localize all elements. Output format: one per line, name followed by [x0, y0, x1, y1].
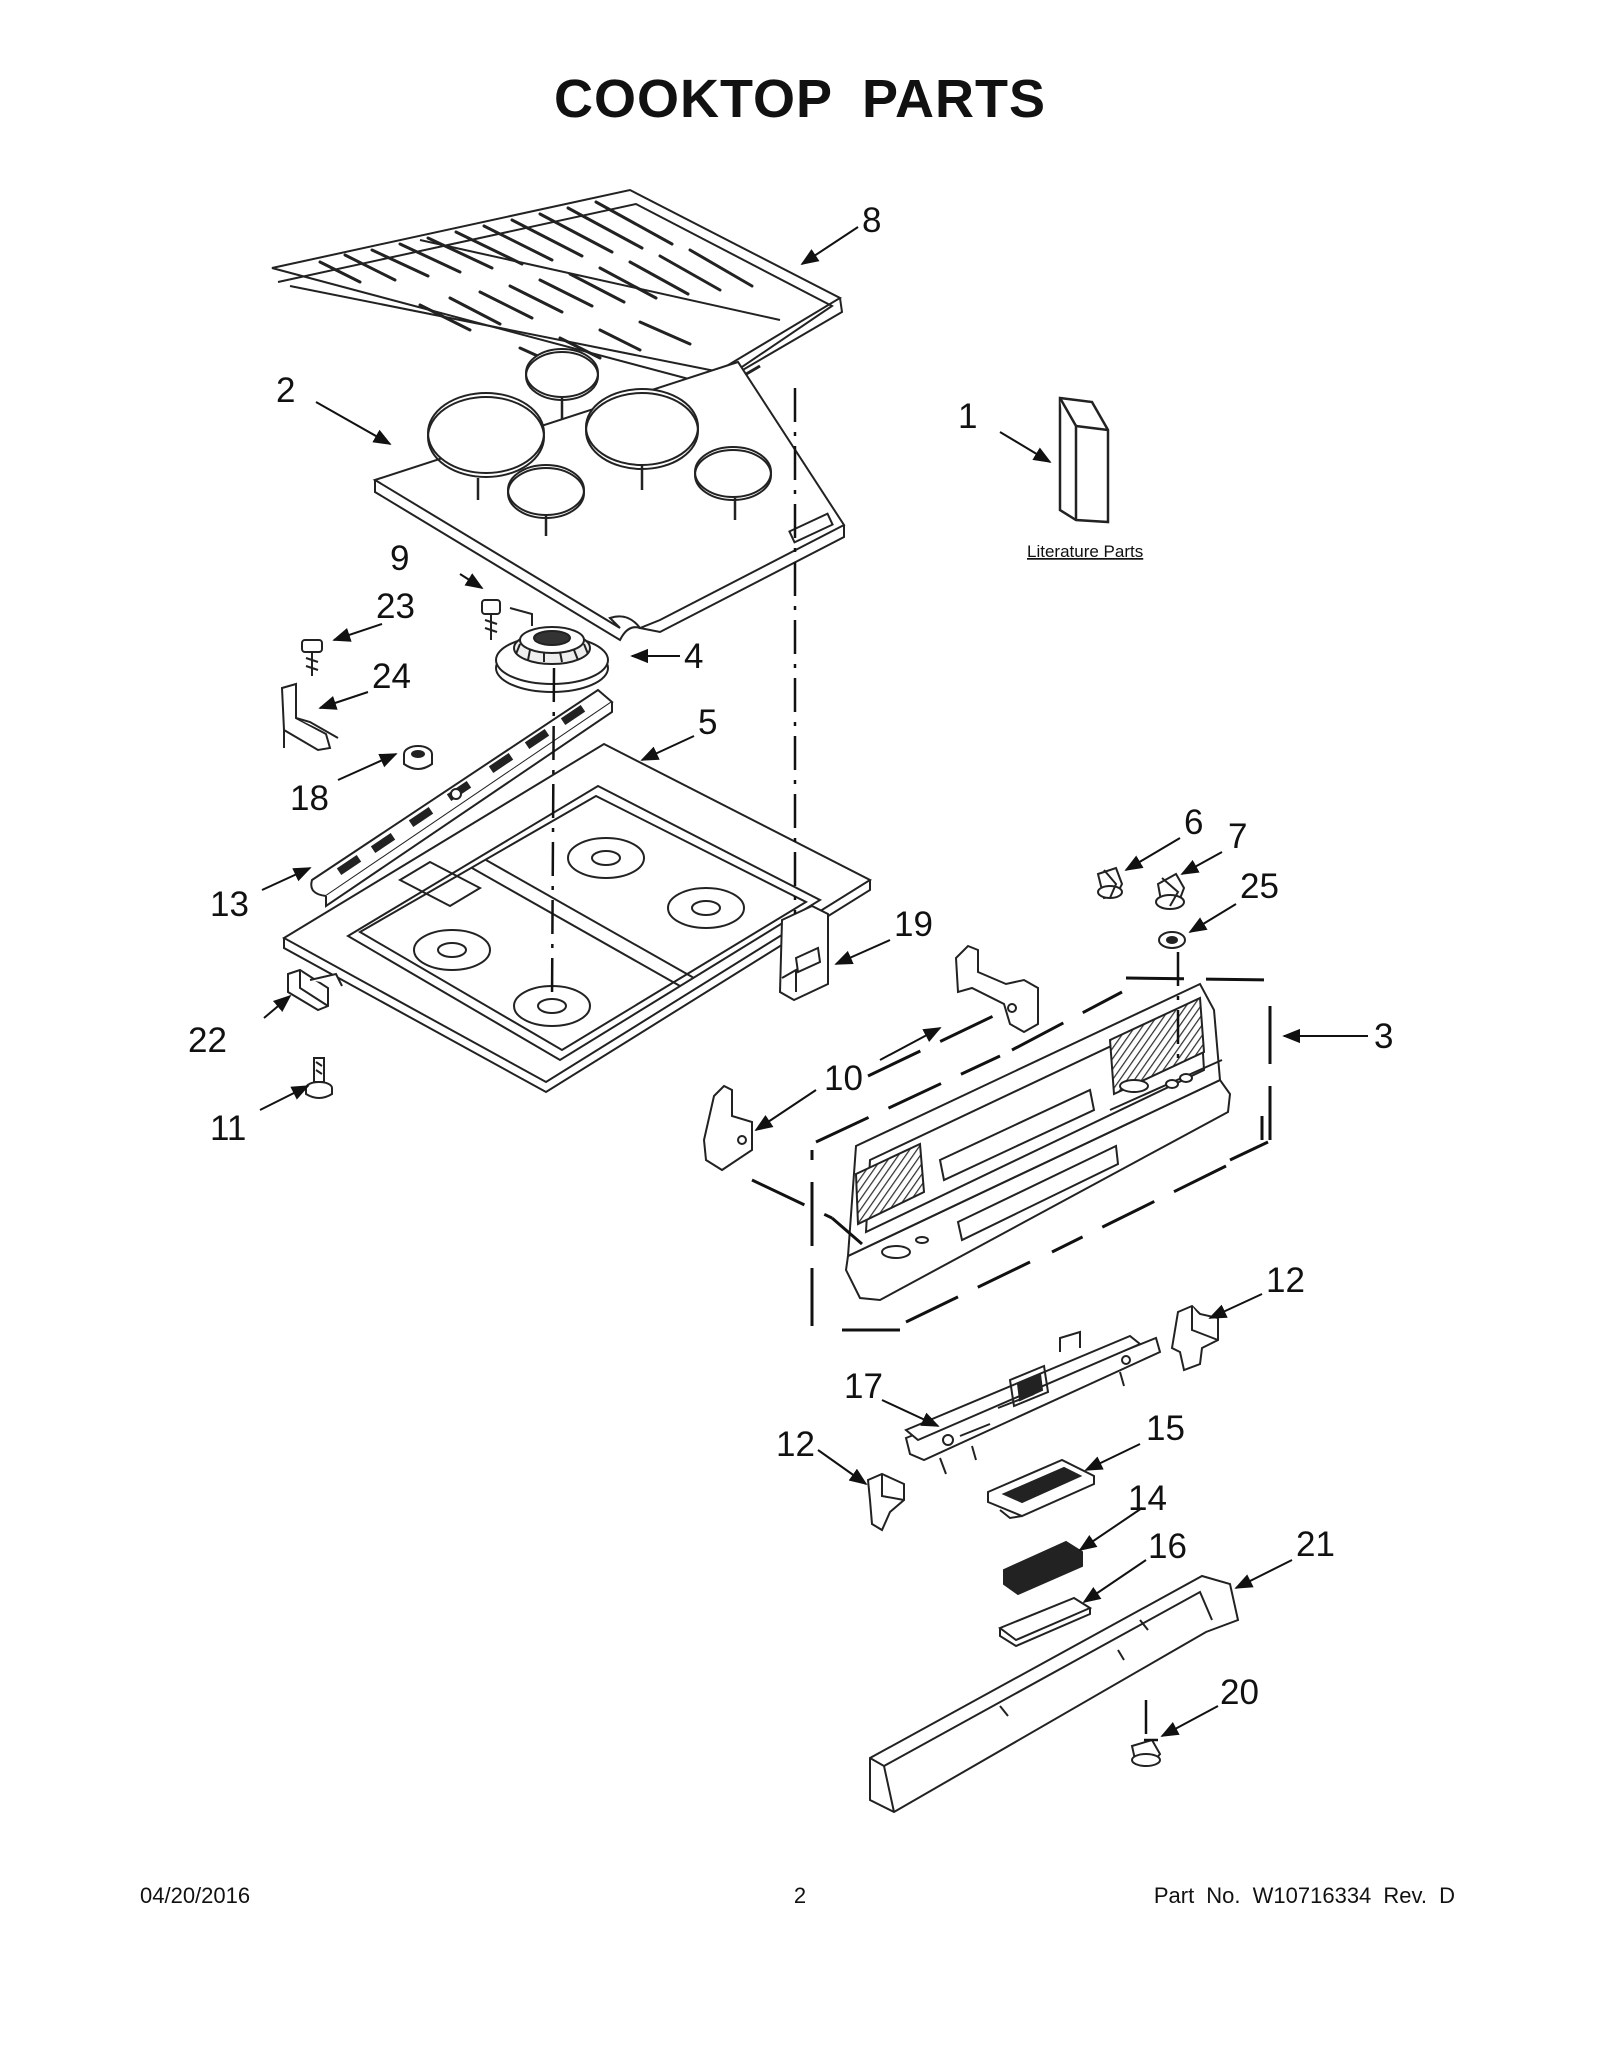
callout-5: 5: [698, 703, 717, 742]
callout-12-top: 12: [1266, 1261, 1305, 1300]
leader-arrows: [259, 226, 1368, 1737]
callout-21: 21: [1296, 1525, 1335, 1564]
page-title: COOKTOP PARTS: [553, 69, 1047, 129]
callout-7: 7: [1228, 817, 1247, 856]
callout-11: 11: [210, 1109, 246, 1148]
callout-23: 23: [376, 587, 415, 626]
knob-part-6: [1096, 866, 1124, 900]
footer-part-number: Part No. W10716334 Rev. D: [1153, 1883, 1455, 1908]
leg-part: [305, 1057, 333, 1099]
callout-2: 2: [276, 371, 295, 410]
trim-part: [869, 1574, 1240, 1814]
screw-part-23: [301, 639, 323, 676]
callout-18: 18: [290, 779, 329, 818]
callout-17: 17: [844, 1367, 883, 1406]
callout-3: 3: [1374, 1017, 1393, 1056]
footer-date: 04/20/2016: [140, 1883, 251, 1908]
callout-24: 24: [372, 657, 411, 696]
callout-25: 25: [1240, 867, 1279, 906]
phantom-box-lines: [751, 976, 1272, 1332]
grommet-part: [403, 745, 433, 770]
footer-page-number: 2: [793, 1883, 807, 1908]
callout-12-bottom: 12: [776, 1425, 815, 1464]
screw-part-9: [481, 599, 533, 640]
literature-part: [1058, 396, 1110, 524]
bracket-part-19: [778, 904, 829, 1002]
callout-4: 4: [684, 637, 703, 676]
grate-part: [271, 188, 844, 396]
cooktop-top-part: [372, 348, 846, 642]
literature-parts-label: Literature Parts: [1027, 542, 1143, 561]
foot-part-20: [1130, 1738, 1162, 1767]
bracket-part-24: [280, 682, 339, 752]
callout-13: 13: [210, 885, 249, 924]
callout-20: 20: [1220, 1673, 1259, 1712]
callout-19: 19: [894, 905, 933, 944]
burner-part: [495, 626, 609, 693]
callout-labels: 8 2 1 9 23 4 24 5 18 6 7 25 13 19 3 10 2…: [188, 201, 1393, 1712]
bracket-part-12a: [1170, 1304, 1219, 1372]
callout-16: 16: [1148, 1527, 1187, 1566]
manifold-part: [310, 688, 614, 908]
keypad-part: [1003, 1540, 1083, 1596]
control-bracket-part: [904, 1330, 1162, 1475]
bracket-part-10b: [702, 1084, 753, 1172]
callout-14: 14: [1128, 1479, 1167, 1518]
control-board-part: [987, 1458, 1095, 1520]
knob-part-7: [1155, 872, 1186, 910]
bracket-part-22: [287, 968, 343, 1012]
washer-part-25: [1158, 931, 1186, 949]
cooktop-pan-part: [282, 742, 873, 1094]
bracket-part-12b: [866, 1472, 905, 1532]
shield-part: [997, 1596, 1093, 1648]
callout-22: 22: [188, 1021, 227, 1060]
callout-6: 6: [1184, 803, 1203, 842]
alignment-lines: [550, 388, 1180, 1744]
callout-10: 10: [824, 1059, 863, 1098]
callout-9: 9: [390, 539, 409, 578]
console-part: [844, 982, 1232, 1302]
callout-8: 8: [862, 201, 881, 240]
callout-1: 1: [958, 397, 977, 436]
callout-15: 15: [1146, 1409, 1185, 1448]
bracket-part-10a: [954, 944, 1039, 1034]
